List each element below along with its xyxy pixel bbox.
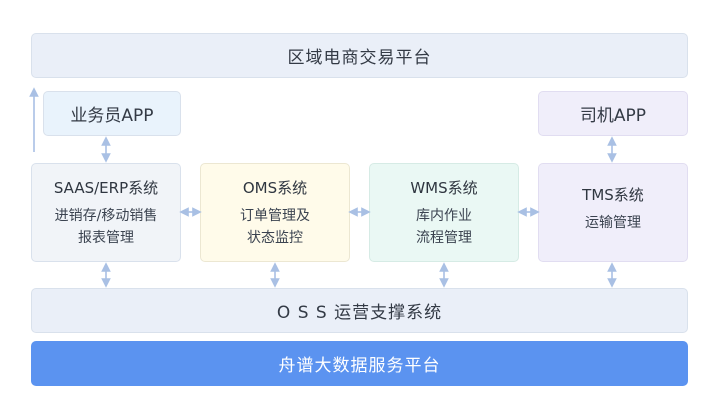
wms-system-box: WMS系统 库内作业 流程管理 [369, 163, 519, 262]
saas-erp-system-desc-line1: 进销存/移动销售 [54, 207, 158, 224]
zhoupu-bigdata-platform-band: 舟谱大数据服务平台 [31, 341, 688, 386]
salesman-app-label: 业务员APP [70, 106, 154, 126]
tms-system-title: TMS系统 [582, 186, 644, 204]
tms-system-box: TMS系统 运输管理 [538, 163, 688, 262]
oss-support-system-label: O S S 运营支撑系统 [276, 303, 443, 323]
saas-erp-system-box: SAAS/ERP系统 进销存/移动销售 报表管理 [31, 163, 181, 262]
regional-ecommerce-platform-label: 区域电商交易平台 [287, 48, 432, 68]
tms-system-desc-line1: 运输管理 [585, 215, 641, 231]
oms-system-desc-line1: 订单管理及 [240, 207, 310, 224]
wms-system-title: WMS系统 [410, 178, 478, 197]
driver-app-label: 司机APP [579, 106, 647, 126]
oss-support-system-band: O S S 运营支撑系统 [31, 288, 688, 333]
regional-ecommerce-platform-band: 区域电商交易平台 [31, 33, 688, 78]
oms-system-title: OMS系统 [242, 178, 308, 197]
saas-erp-system-title: SAAS/ERP系统 [53, 178, 159, 197]
salesman-app-box: 业务员APP [43, 91, 181, 136]
zhoupu-bigdata-platform-label: 舟谱大数据服务平台 [278, 356, 441, 376]
wms-system-desc-line2: 流程管理 [416, 229, 472, 246]
driver-app-box: 司机APP [538, 91, 688, 136]
oms-system-desc-line2: 状态监控 [247, 229, 303, 246]
oms-system-box: OMS系统 订单管理及 状态监控 [200, 163, 350, 262]
wms-system-desc-line1: 库内作业 [416, 207, 472, 224]
saas-erp-system-desc-line2: 报表管理 [78, 229, 134, 246]
